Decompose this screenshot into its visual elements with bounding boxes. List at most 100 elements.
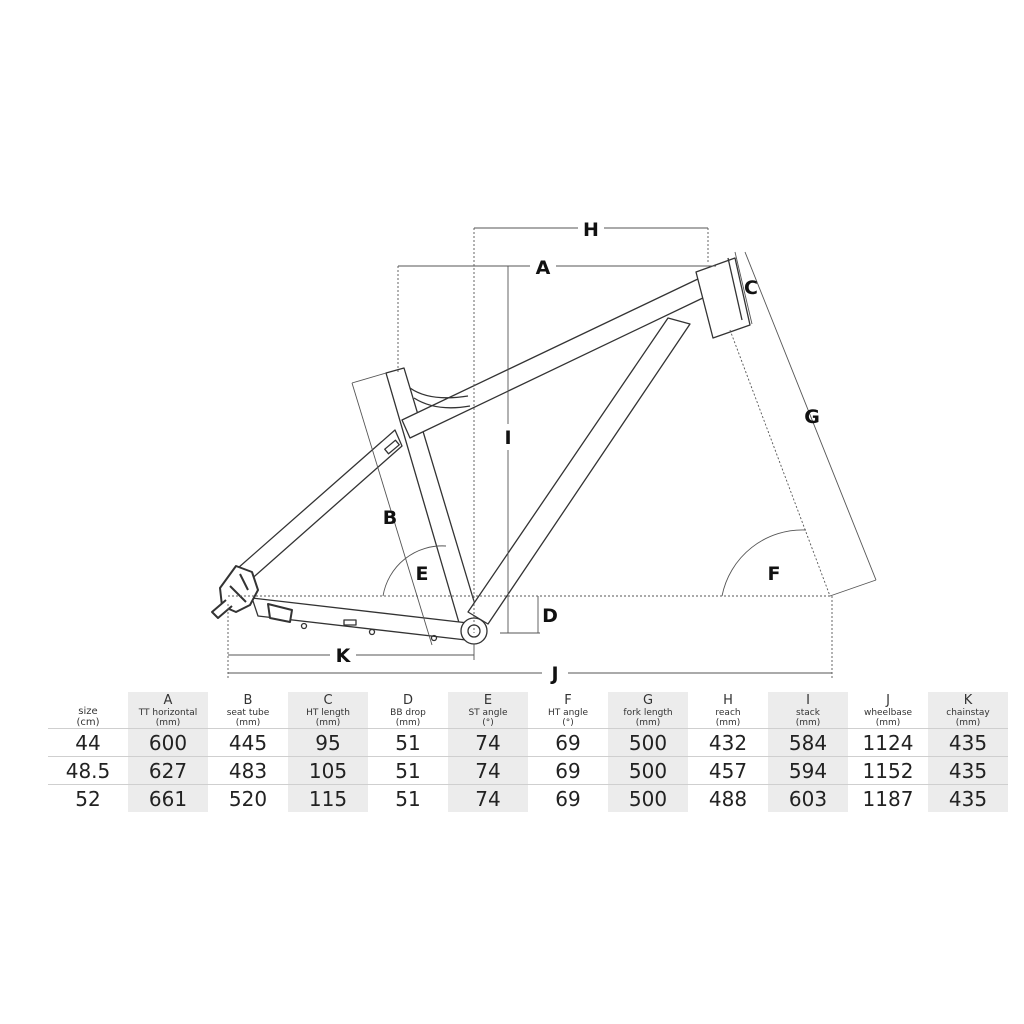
head-tube: [695, 257, 751, 339]
header-name: HT angle: [547, 708, 589, 718]
header-unit: (°): [482, 718, 494, 728]
value-cell: 435: [928, 784, 1008, 812]
header-name: TT horizontal: [138, 708, 198, 718]
value-cell: 435: [928, 756, 1008, 785]
header-name: reach: [715, 708, 741, 718]
header-name: seat tube: [226, 708, 270, 718]
value-cell: 584: [768, 728, 848, 757]
value-cell: 1124: [862, 730, 914, 755]
value-cell: 51: [395, 758, 421, 783]
header-unit: (mm): [155, 718, 181, 728]
header-letter: B: [243, 693, 253, 708]
seat-stay: [237, 429, 403, 583]
value-cell: 445: [228, 730, 268, 755]
header-name: size: [78, 706, 98, 717]
value-cell: 594: [768, 756, 848, 785]
table-row: 52 661 520 115 51 74 69 500 488 603 1187 435: [48, 784, 1008, 812]
value-cell: 500: [608, 728, 688, 757]
value-cell: 627: [128, 756, 208, 785]
value-cell: 115: [288, 784, 368, 812]
size-cell: 44: [75, 730, 101, 755]
header-unit: (mm): [715, 718, 741, 728]
header-unit: (mm): [395, 718, 421, 728]
header-name: ST angle: [468, 708, 508, 718]
value-cell: 457: [708, 758, 748, 783]
value-cell: 500: [608, 756, 688, 785]
dim-label-g: G: [804, 406, 820, 428]
header-unit: (mm): [955, 718, 981, 728]
header-letter: J: [886, 693, 890, 708]
value-cell: 1152: [862, 758, 914, 783]
value-cell: 435: [928, 728, 1008, 757]
value-cell: 51: [395, 786, 421, 811]
header-unit: (mm): [235, 718, 261, 728]
value-cell: 69: [555, 730, 581, 755]
dim-label-h: H: [583, 219, 599, 241]
value-cell: 600: [128, 728, 208, 757]
header-letter: C: [323, 693, 333, 708]
dim-label-d: D: [542, 605, 558, 627]
value-cell: 483: [228, 758, 268, 783]
header-letter: D: [402, 693, 413, 708]
dim-label-f: F: [768, 563, 781, 585]
header-unit: (mm): [795, 718, 821, 728]
header-letter: I: [806, 693, 810, 708]
header-letter: F: [564, 693, 572, 708]
header-name: chainstay: [946, 708, 990, 718]
value-cell: 69: [555, 786, 581, 811]
value-cell: 661: [128, 784, 208, 812]
header-letter: A: [163, 693, 173, 708]
value-cell: 95: [288, 728, 368, 757]
down-tube: [467, 317, 691, 625]
header-letter: H: [723, 693, 733, 708]
header-unit: (mm): [875, 718, 901, 728]
header-name: fork length: [623, 708, 673, 718]
value-cell: 105: [288, 756, 368, 785]
size-cell: 48.5: [65, 758, 111, 783]
header-letter: E: [483, 693, 493, 708]
size-cell: 52: [75, 786, 101, 811]
value-cell: 74: [448, 784, 528, 812]
value-cell: 432: [708, 730, 748, 755]
header-unit: (cm): [76, 717, 100, 728]
dim-label-j: J: [549, 663, 558, 685]
header-size: size(cm): [48, 692, 128, 729]
header-name: stack: [796, 708, 820, 718]
dim-label-b: B: [383, 507, 397, 529]
value-cell: 74: [448, 728, 528, 757]
header-unit: (mm): [315, 718, 341, 728]
header-letter: K: [963, 693, 973, 708]
dim-label-c: C: [744, 277, 758, 299]
header-name: BB drop: [390, 708, 426, 718]
table-row: 44 600 445 95 51 74 69 500 432 584 1124 435: [48, 728, 1008, 757]
value-cell: 74: [448, 756, 528, 785]
value-cell: 603: [768, 784, 848, 812]
dim-label-k: K: [336, 645, 352, 667]
header-letter: G: [642, 693, 654, 708]
dim-label-i: I: [504, 427, 511, 449]
value-cell: 1187: [862, 786, 914, 811]
value-cell: 520: [228, 786, 268, 811]
header-unit: (mm): [635, 718, 661, 728]
value-cell: 51: [395, 730, 421, 755]
value-cell: 488: [708, 786, 748, 811]
dim-label-e: E: [416, 563, 429, 585]
header-name: HT length: [306, 708, 350, 718]
dim-label-a: A: [536, 257, 551, 279]
value-cell: 500: [608, 784, 688, 812]
header-name: wheelbase: [863, 708, 913, 718]
